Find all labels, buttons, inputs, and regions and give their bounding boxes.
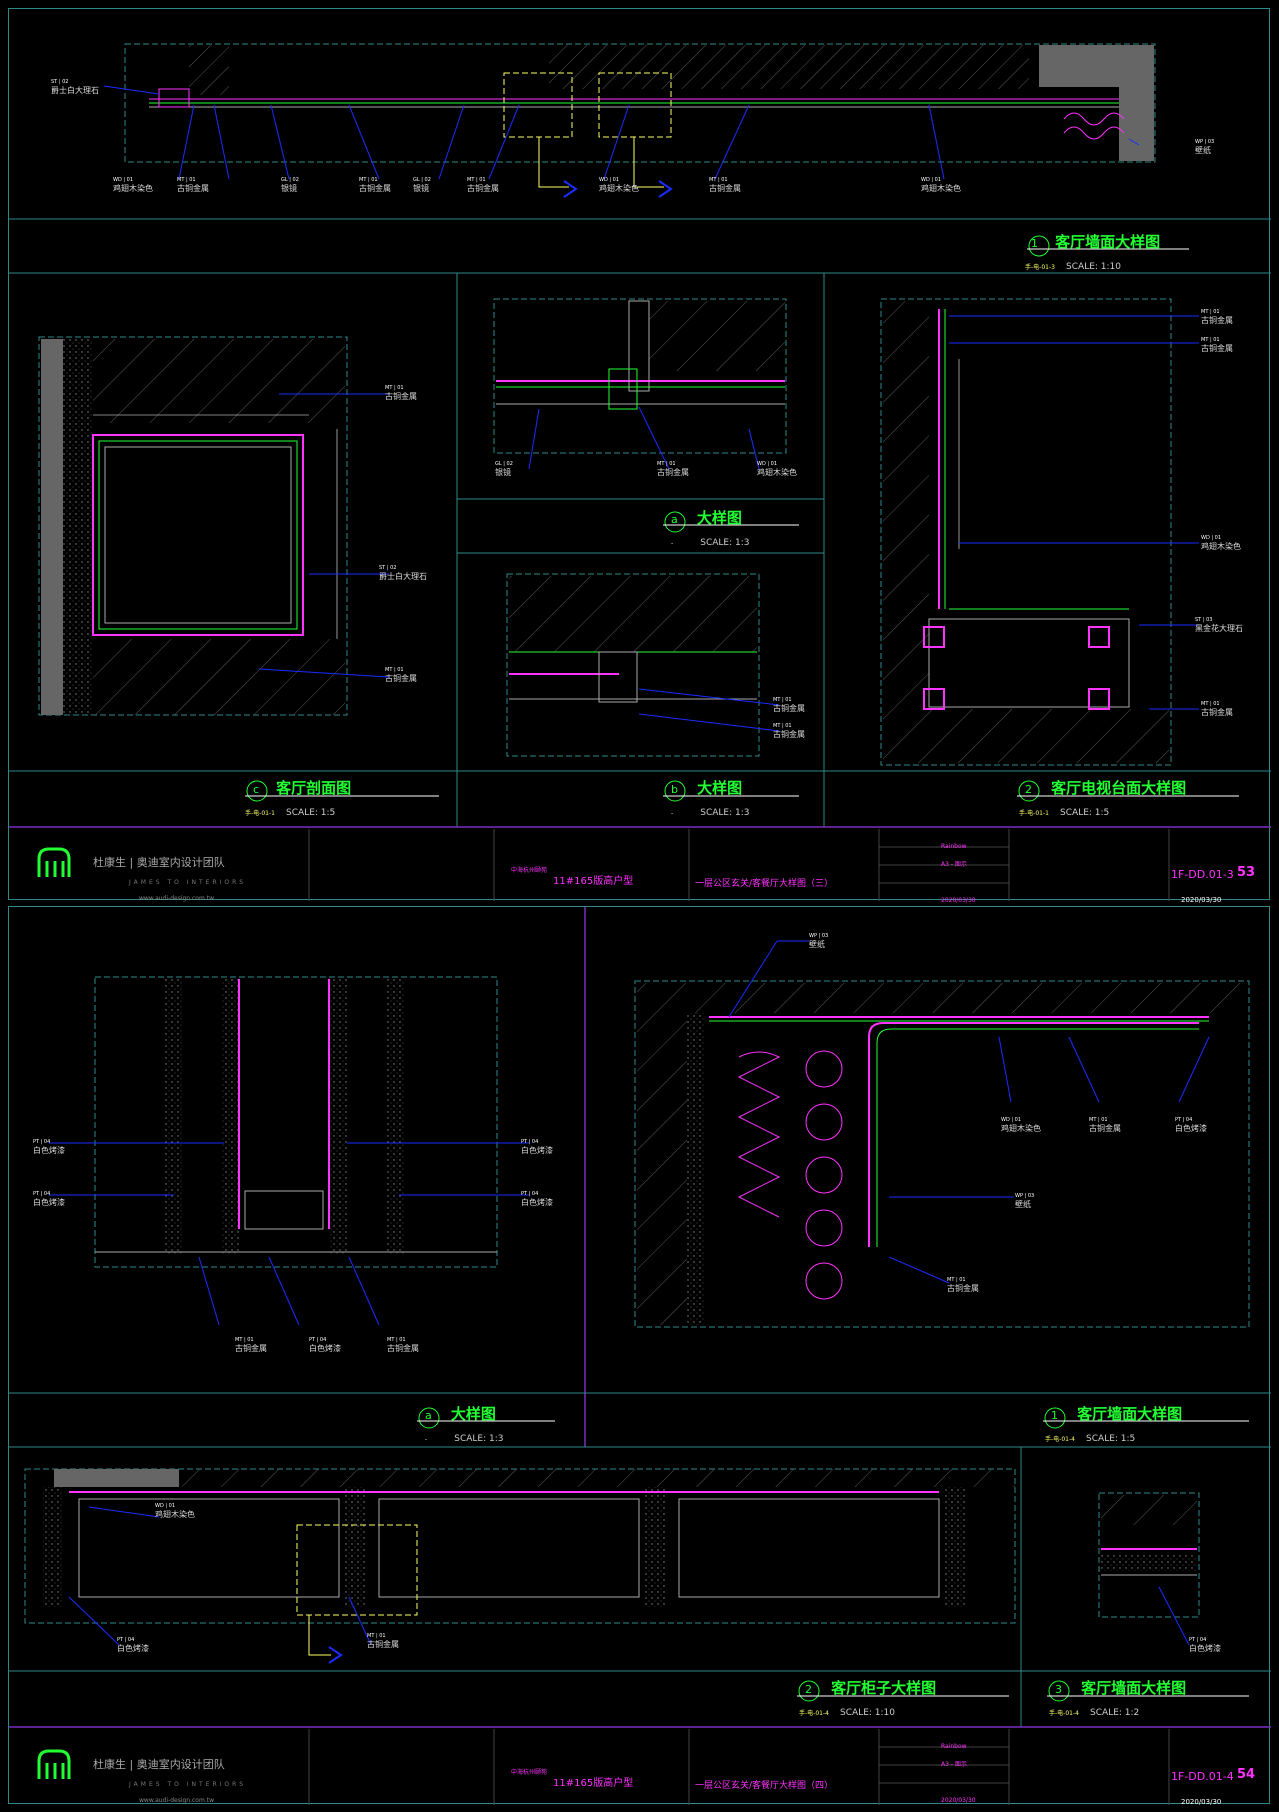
tb54-name-val: Rainbow [941,1743,967,1750]
tb-drawing-title: 一层公区玄关/客餐厅大样图（三） [695,879,834,889]
tb54-drawing-title: 一层公区玄关/客餐厅大样图（四） [695,1781,834,1791]
tb-scale-val: A3 - 图示 [941,861,967,868]
view-title-detail-b: b 大样图 - SCALE: 1:3 [671,779,750,818]
view-title-elev1: 1 客厅墙面大样图 手-电-01-3 SCALE: 1:10 [1025,233,1161,272]
brand-web-54: www.audi-design.com.tw [139,1797,214,1804]
view-title-s54-elev1: 1 客厅墙面大样图 手-电-01-4 SCALE: 1:5 [1045,1405,1183,1444]
brand-name: 杜康生 | 奥迪室内设计团队 [93,856,225,869]
view-title-section-c: c 客厅剖面图 手-电-01-1 SCALE: 1:5 [245,779,352,818]
tb-unit: 11#165版高户型 [553,876,634,887]
brand-sub-54: JAMES TO INTERIORS [129,1781,247,1788]
tb-project: 中海杭州颐苑 [511,867,548,874]
brand-name-54: 杜康生 | 奥迪室内设计团队 [93,1758,225,1771]
tb54-project: 中海杭州颐苑 [511,1769,548,1776]
tb54-drawing-no: 1F-DD.01-4 [1171,1770,1234,1783]
tb54-date: 2020/03/30 [1181,1798,1222,1806]
sheet-54-drawing [9,907,1271,1805]
tb-page-no: 53 [1237,865,1256,880]
view-title-s54-elev3: 3 客厅墙面大样图 手-电-01-4 SCALE: 1:2 [1049,1679,1187,1718]
brand-sub: JAMES TO INTERIORS [129,879,247,886]
tb54-unit: 11#165版高户型 [553,1778,634,1789]
tb54-date-val: 2020/03/30 [941,1797,976,1804]
tb-drawing-no: 1F-DD.01-3 [1171,868,1234,881]
tb-date: 2020/03/30 [1181,896,1222,904]
view-title-detail-a: a 大样图 - SCALE: 1:3 [671,509,750,548]
sheet-53-drawing [9,43,1271,901]
tb-name-val: Rainbow [941,843,967,850]
tb-date-val: 2020/03/30 [941,897,976,904]
brand-web: www.audi-design.com.tw [139,895,214,902]
view-title-s54-detail-a: a 大样图 - SCALE: 1:3 [425,1405,504,1444]
view-title-s54-cab2: 2 客厅柜子大样图 手-电-01-4 SCALE: 1:10 [799,1679,937,1718]
tb54-page-no: 54 [1237,1767,1256,1782]
tb54-scale-val: A3 - 图示 [941,1761,967,1768]
view-title-tv2: 2 客厅电视台面大样图 手-电-01-1 SCALE: 1:5 [1019,779,1187,818]
